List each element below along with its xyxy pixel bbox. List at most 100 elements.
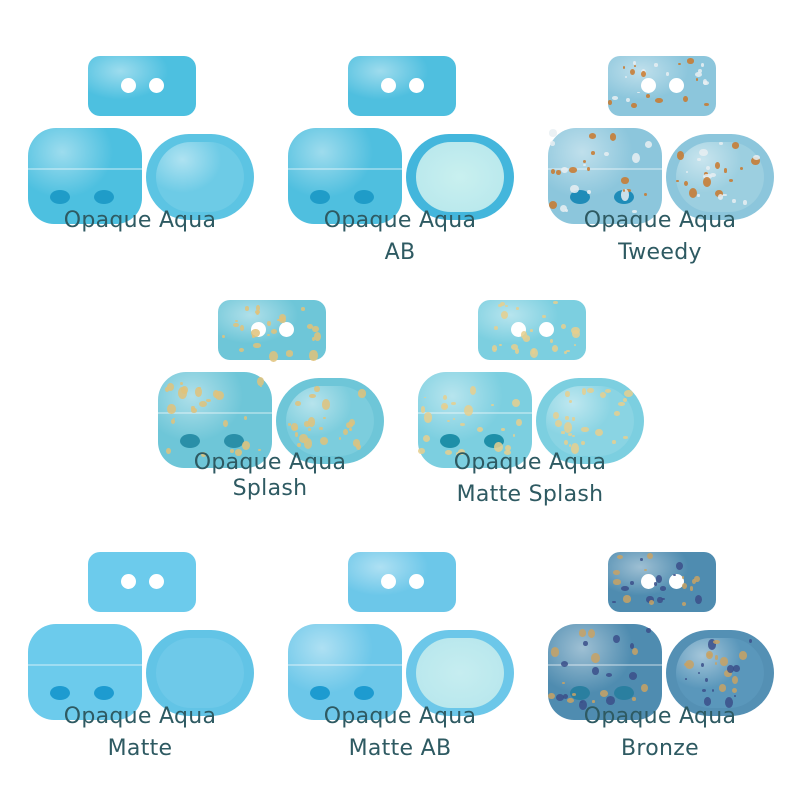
finish-speck [564, 422, 573, 434]
bead-edge-highlight [548, 664, 662, 666]
bead-hole [354, 190, 374, 204]
finish-speck [612, 96, 618, 100]
finish-speck [499, 344, 502, 347]
finish-speck [297, 442, 302, 448]
finish-speck [553, 412, 559, 420]
bead-hole [354, 686, 374, 700]
finish-speck [732, 198, 736, 203]
finish-speck [697, 671, 701, 674]
finish-speck [722, 193, 727, 197]
finish-speck [732, 676, 739, 684]
finish-speck [307, 417, 316, 427]
finish-speck [308, 428, 312, 432]
finish-speck [491, 404, 495, 407]
finish-speck [733, 665, 740, 672]
finish-speck [442, 394, 447, 400]
finish-speck [560, 323, 566, 330]
finish-speck [589, 133, 597, 139]
finish-speck [215, 390, 224, 401]
finish-speck [571, 692, 577, 696]
finish-speck [572, 417, 575, 421]
finish-speck [582, 159, 587, 164]
bead-hole [50, 686, 70, 700]
bead-hole [440, 434, 460, 448]
bead-hole [381, 78, 396, 93]
finish-speck [734, 694, 737, 698]
bead-top-view [608, 56, 716, 116]
bead-edge-highlight [28, 664, 142, 666]
bead-face-view [406, 134, 514, 220]
bead-face-view [666, 134, 774, 220]
finish-speck [266, 321, 272, 326]
finish-speck [357, 389, 367, 399]
finish-speck [564, 350, 568, 354]
finish-speck [687, 58, 694, 64]
bead-name-line1: Opaque Aqua [453, 450, 607, 475]
finish-speck [342, 428, 348, 436]
finish-speck [548, 692, 555, 700]
finish-speck [323, 416, 326, 420]
finish-speck [672, 573, 676, 577]
finish-speck [555, 694, 565, 702]
finish-speck [458, 448, 466, 455]
finish-speck [718, 684, 727, 692]
finish-speck [695, 594, 703, 604]
finish-speck [279, 316, 286, 324]
finish-speck [271, 329, 278, 334]
finish-speck [682, 95, 688, 102]
finish-speck [295, 432, 299, 437]
finish-speck [244, 306, 249, 311]
finish-speck [605, 389, 612, 394]
finish-speck [522, 335, 531, 342]
finish-speck [726, 664, 735, 673]
finish-speck [599, 689, 609, 697]
finish-speck [587, 387, 594, 393]
finish-speck [643, 568, 647, 572]
finish-speck [198, 400, 207, 407]
finish-speck [312, 325, 319, 333]
finish-speck [166, 448, 172, 455]
finish-speck [718, 193, 724, 200]
finish-speck [345, 421, 354, 428]
finish-speck [586, 166, 590, 172]
bead-face-inner [156, 638, 244, 708]
finish-speck [542, 315, 546, 319]
finish-speck [309, 393, 316, 398]
finish-speck [640, 557, 644, 562]
bead-swatch: Opaque Aqua [20, 56, 260, 296]
bead-top-view [478, 300, 586, 360]
bead-swatch: Opaque Aqua Splash [150, 300, 390, 540]
finish-speck [703, 173, 712, 180]
finish-speck [491, 345, 497, 352]
bead-hole [669, 574, 684, 589]
finish-speck [339, 437, 342, 440]
finish-speck [266, 333, 271, 337]
finish-speck [299, 433, 308, 444]
finish-speck [258, 448, 261, 452]
finish-speck [706, 166, 711, 171]
bead-swatch: Opaque Aqua Matte AB [280, 552, 520, 792]
bead-face-view [146, 134, 254, 220]
finish-speck [423, 396, 427, 399]
finish-speck [714, 162, 720, 169]
finish-speck [568, 400, 572, 404]
finish-speck [688, 188, 697, 199]
finish-speck [631, 648, 638, 656]
finish-speck [494, 442, 503, 453]
bead-hole [149, 574, 164, 589]
finish-speck [172, 417, 175, 420]
finish-speck [712, 639, 720, 645]
finish-speck [629, 642, 634, 649]
bead-hole [409, 78, 424, 93]
finish-speck [521, 331, 528, 339]
finish-speck [644, 141, 653, 149]
bead-face-inner [416, 638, 504, 708]
finish-speck [612, 439, 616, 444]
finish-speck [684, 678, 687, 680]
finish-speck [307, 324, 313, 330]
bead-name-line1: Opaque Aqua [193, 450, 347, 475]
finish-speck [681, 576, 685, 579]
finish-speck [565, 416, 569, 420]
finish-speck [594, 428, 604, 437]
finish-speck [311, 337, 315, 342]
